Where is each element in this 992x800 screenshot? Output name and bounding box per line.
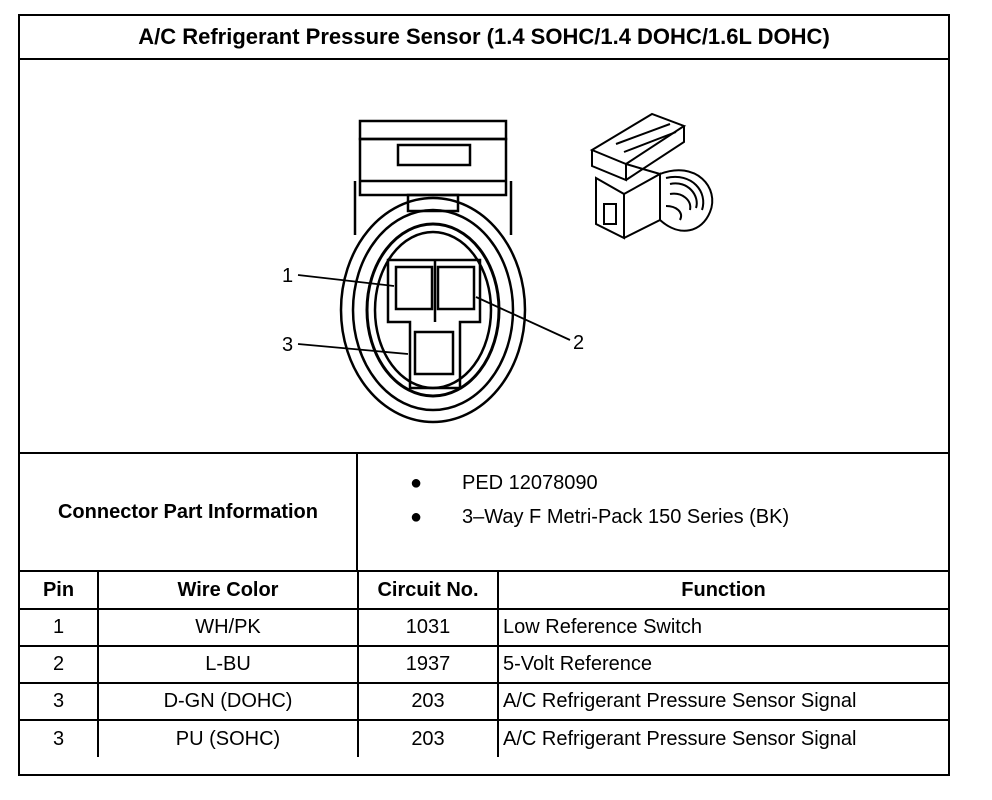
list-item: ● 3–Way F Metri-Pack 150 Series (BK) xyxy=(410,500,789,534)
connector-figure: 1 2 3 xyxy=(20,60,948,454)
connector-series-text: 3–Way F Metri-Pack 150 Series (BK) xyxy=(462,506,790,528)
cell-circuit-no: 203 xyxy=(357,682,499,721)
connector-diagram: 1 2 3 xyxy=(282,112,714,424)
connector-cavities xyxy=(386,258,482,390)
connector-part-info: Connector Part Information ● PED 1207809… xyxy=(20,454,948,572)
header-function: Function xyxy=(497,572,948,610)
cell-wire-color: WH/PK xyxy=(97,608,359,647)
pin-2-label: 2 xyxy=(573,332,584,354)
pin-3-leader-line xyxy=(297,343,409,355)
cell-wire-color: D-GN (DOHC) xyxy=(97,682,359,721)
part-number-text: PED 12078090 xyxy=(462,472,598,494)
header-circuit-no: Circuit No. xyxy=(357,572,499,610)
connector-sheet: A/C Refrigerant Pressure Sensor (1.4 SOH… xyxy=(18,14,950,776)
table-row: 3 PU (SOHC) 203 A/C Refrigerant Pressure… xyxy=(20,719,948,757)
cell-function: A/C Refrigerant Pressure Sensor Signal xyxy=(497,719,948,757)
bullet-icon: ● xyxy=(410,472,423,494)
connector-3d-illustration xyxy=(589,112,714,240)
connector-part-info-label: Connector Part Information xyxy=(20,454,358,570)
cell-circuit-no: 203 xyxy=(357,719,499,757)
table-header-row: Pin Wire Color Circuit No. Function xyxy=(20,572,948,610)
connector-seal-rings xyxy=(339,196,527,424)
pin-2-leader-line xyxy=(475,296,571,341)
list-item: ● PED 12078090 xyxy=(410,466,789,500)
header-pin: Pin xyxy=(20,572,99,610)
cell-function: 5-Volt Reference xyxy=(497,645,948,684)
cell-pin: 2 xyxy=(20,645,99,684)
cell-wire-color: PU (SOHC) xyxy=(97,719,359,757)
table-row: 1 WH/PK 1031 Low Reference Switch xyxy=(20,608,948,647)
table-row: 3 D-GN (DOHC) 203 A/C Refrigerant Pressu… xyxy=(20,682,948,721)
connector-part-info-list: ● PED 12078090 ● 3–Way F Metri-Pack 150 … xyxy=(410,466,789,534)
cell-function: Low Reference Switch xyxy=(497,608,948,647)
pin-1-leader-line xyxy=(297,274,395,287)
pin-1-label: 1 xyxy=(282,265,293,287)
cell-pin: 1 xyxy=(20,608,99,647)
pin-3-label: 3 xyxy=(282,334,293,356)
cell-circuit-no: 1937 xyxy=(357,645,499,684)
cell-wire-color: L-BU xyxy=(97,645,359,684)
table-row: 2 L-BU 1937 5-Volt Reference xyxy=(20,645,948,684)
cell-pin: 3 xyxy=(20,719,99,757)
cell-function: A/C Refrigerant Pressure Sensor Signal xyxy=(497,682,948,721)
cell-circuit-no: 1031 xyxy=(357,608,499,647)
pinout-table: Pin Wire Color Circuit No. Function 1 WH… xyxy=(20,572,948,757)
cell-pin: 3 xyxy=(20,682,99,721)
header-wire-color: Wire Color xyxy=(97,572,359,610)
page-title: A/C Refrigerant Pressure Sensor (1.4 SOH… xyxy=(20,16,948,60)
bullet-icon: ● xyxy=(410,506,423,528)
connector-housing xyxy=(353,119,513,235)
